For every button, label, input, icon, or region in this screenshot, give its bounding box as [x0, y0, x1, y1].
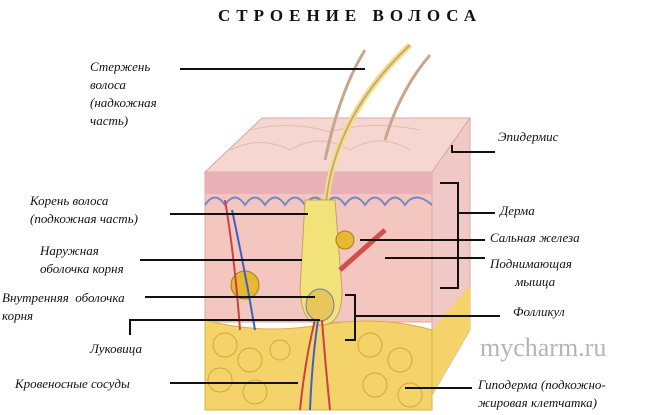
label-line: (подкожная часть)	[30, 211, 138, 226]
watermark: mycharm.ru	[480, 333, 607, 362]
label-line: часть)	[90, 113, 129, 128]
diagram-title: СТРОЕНИЕ ВОЛОСА	[217, 6, 483, 25]
label-line: мышца	[515, 274, 556, 289]
label-line: Стержень	[90, 59, 151, 74]
label-dermis: Дерма	[500, 203, 535, 218]
label-line: (надкожная	[90, 95, 157, 110]
label-line: оболочка корня	[40, 261, 124, 276]
label-inner-sheath: Внутренняя оболочка корня	[2, 289, 125, 325]
label-line: корня	[2, 308, 34, 323]
label-hypodermis: Гиподерма (подкожно- жировая клетчатка)	[478, 376, 606, 412]
basal-membrane	[204, 196, 433, 207]
label-root: Корень волоса (подкожная часть)	[30, 192, 138, 228]
leader-lines	[129, 68, 500, 389]
label-line: волоса	[90, 77, 126, 92]
arrector-muscle	[338, 228, 387, 272]
epidermis-layer	[205, 172, 432, 194]
hair-right	[383, 54, 432, 141]
label-follicle: Фолликул	[513, 304, 565, 319]
leader-bulb	[129, 319, 320, 335]
leader-dermis-bracket	[440, 182, 459, 289]
hair-left	[323, 49, 367, 161]
leader-follicle-bracket	[345, 294, 356, 341]
label-line: Гиподерма (подкожно-	[478, 377, 606, 392]
label-sebaceous-gland: Сальная железа	[490, 230, 580, 245]
label-line: Наружная	[40, 243, 99, 258]
label-epidermis: Эпидермис	[498, 129, 559, 144]
label-line: жировая клетчатка)	[478, 395, 597, 410]
label-outer-sheath: Наружная оболочка корня	[40, 242, 124, 278]
skin-side-fat	[432, 285, 470, 395]
label-line: Внутренняя оболочка	[2, 290, 125, 305]
hair-bulb	[305, 288, 335, 322]
fat-cells	[207, 332, 423, 408]
label-line: Корень волоса	[30, 193, 109, 208]
label-shaft: Стержень волоса (надкожная часть)	[90, 58, 157, 130]
label-muscle: Поднимающая мышца	[490, 255, 572, 291]
leader-epidermis	[451, 145, 495, 153]
label-line: Поднимающая	[490, 256, 572, 271]
label-bulb: Луковица	[90, 341, 142, 356]
veins	[231, 209, 319, 411]
sebaceous-gland	[335, 230, 355, 250]
label-vessels: Кровеносные сосуды	[15, 376, 130, 391]
hair-shaft-outline	[324, 44, 411, 216]
